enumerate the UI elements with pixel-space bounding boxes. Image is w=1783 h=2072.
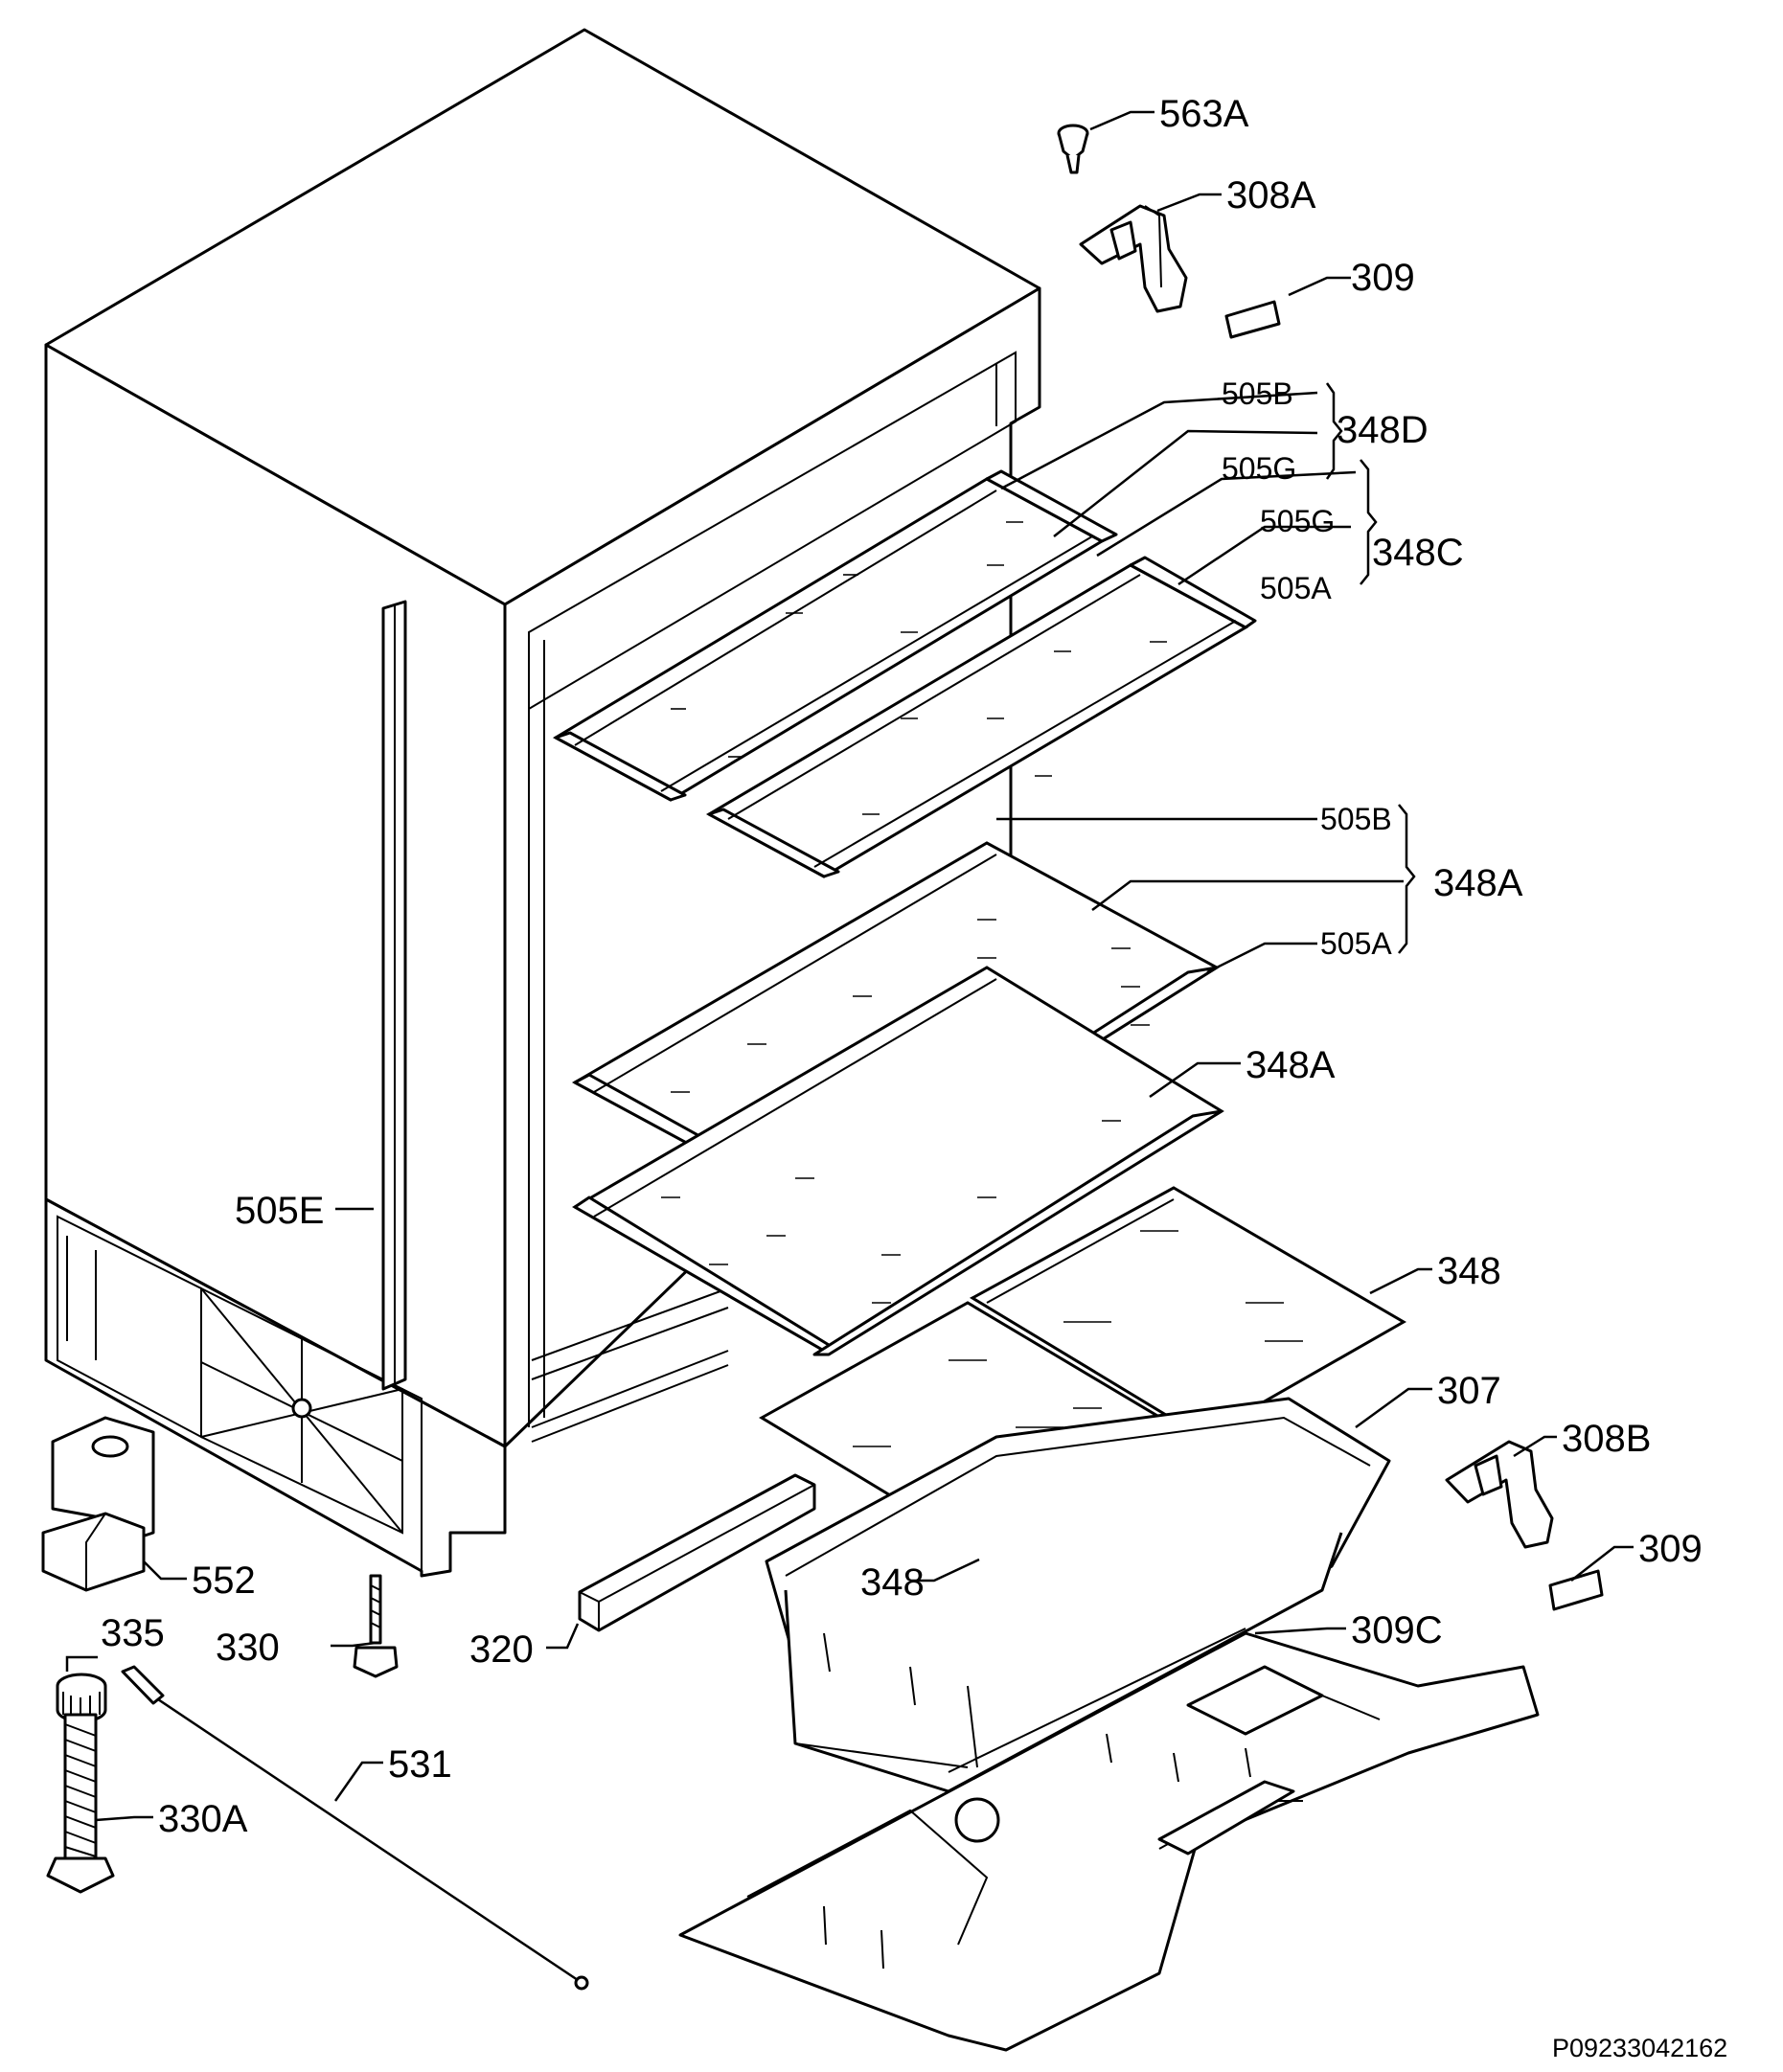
hinge-cover-309-bottom (1548, 1569, 1604, 1611)
label-531: 531 (388, 1743, 452, 1786)
bracket-552 (41, 1416, 155, 1592)
label-308a: 308A (1226, 174, 1316, 216)
label-309c: 309C (1351, 1609, 1443, 1651)
label-563a: 563A (1159, 93, 1249, 135)
deflector-profile (578, 1473, 816, 1632)
gear-335 (56, 1673, 107, 1723)
label-320: 320 (469, 1628, 534, 1671)
leader-lines (65, 110, 1634, 1822)
rod-531 (121, 1665, 589, 1991)
adjustable-foot-330a (46, 1713, 115, 1894)
label-308b: 308B (1562, 1418, 1651, 1460)
label-348-1: 348 (1437, 1250, 1501, 1292)
crisper-drawer (765, 1397, 1391, 1793)
door-seal-strip (381, 600, 407, 1391)
label-505e: 505E (235, 1190, 324, 1232)
label-505a-top: 505A (1260, 571, 1332, 605)
label-330a: 330A (158, 1798, 248, 1840)
label-330: 330 (216, 1627, 280, 1669)
label-348-2: 348 (860, 1561, 925, 1604)
adjustable-foot-330 (353, 1574, 399, 1678)
label-309-top: 309 (1351, 257, 1415, 299)
label-348d: 348D (1337, 409, 1429, 451)
label-505g-2: 505G (1260, 504, 1335, 538)
label-505b-top: 505B (1222, 376, 1293, 411)
crisper-glass-right (969, 1186, 1406, 1439)
label-335: 335 (101, 1612, 165, 1654)
bottom-cover-tray (678, 1628, 1540, 2052)
callout-labels: 563A 308A 309 505B 348D 505G 505G 348C 5… (101, 93, 1727, 2062)
label-505g-1: 505G (1222, 451, 1296, 486)
label-307: 307 (1437, 1370, 1501, 1412)
shelf-348d (552, 469, 1118, 802)
cap-563a (1057, 124, 1089, 174)
label-309-bottom: 309 (1638, 1528, 1703, 1570)
hinge-308b (1445, 1440, 1554, 1549)
shelf-348a-lower (572, 966, 1224, 1356)
label-348a-2: 348A (1246, 1044, 1336, 1086)
label-348c: 348C (1372, 532, 1464, 574)
label-348a-1: 348A (1433, 862, 1523, 904)
label-505a-mid: 505A (1320, 926, 1392, 961)
hinge-308a (1079, 204, 1188, 313)
hinge-cover-309-top (1224, 300, 1281, 339)
reference-code: P09233042162 (1552, 2034, 1727, 2062)
label-552: 552 (192, 1560, 256, 1602)
label-505b-mid: 505B (1320, 802, 1392, 836)
shelf-348c (705, 556, 1257, 878)
